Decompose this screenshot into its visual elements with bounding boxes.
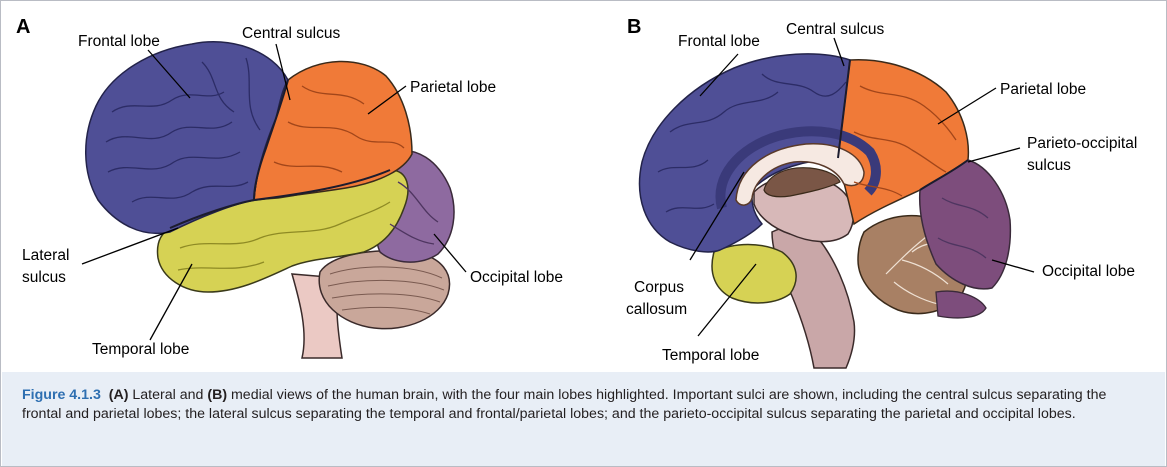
panel-b-inferior-occipital bbox=[936, 291, 986, 318]
caption-text-part-1: Lateral and bbox=[128, 387, 207, 403]
panel-b-temporal-lobe bbox=[712, 245, 796, 303]
panel-b-label-parieto-occipital-2: sulcus bbox=[1027, 157, 1071, 174]
panel-b-label-parietal-lobe: Parietal lobe bbox=[1000, 81, 1086, 98]
panel-a-label-frontal-lobe: Frontal lobe bbox=[78, 33, 160, 50]
panel-a-label-lateral-sulcus-1: Lateral bbox=[22, 247, 69, 264]
brain-diagram: A bbox=[2, 2, 1165, 372]
caption-panel-b-ref: (B) bbox=[207, 387, 227, 403]
panel-a-label-parietal-lobe: Parietal lobe bbox=[410, 79, 496, 96]
panel-b-label-central-sulcus: Central sulcus bbox=[786, 21, 884, 38]
panel-b: B bbox=[626, 16, 1137, 368]
panel-a-label-occipital-lobe: Occipital lobe bbox=[470, 269, 563, 286]
panel-a-label-central-sulcus: Central sulcus bbox=[242, 25, 340, 42]
caption-figure-number: Figure 4.1.3 bbox=[22, 387, 101, 403]
panel-a-label-lateral-sulcus-2: sulcus bbox=[22, 269, 66, 286]
panel-b-label-temporal-lobe: Temporal lobe bbox=[662, 347, 759, 364]
panel-b-label-occipital-lobe: Occipital lobe bbox=[1042, 263, 1135, 280]
panel-b-letter: B bbox=[627, 16, 641, 38]
panel-b-label-corpus-callosum-1: Corpus bbox=[634, 279, 684, 296]
caption-panel-a-ref: (A) bbox=[109, 387, 129, 403]
panel-b-label-frontal-lobe: Frontal lobe bbox=[678, 33, 760, 50]
figure-illustration-area: A bbox=[2, 2, 1165, 372]
panel-b-label-parieto-occipital-1: Parieto-occipital bbox=[1027, 135, 1137, 152]
panel-a-cerebellum bbox=[319, 251, 449, 329]
figure-caption: Figure 4.1.3 (A) Lateral and (B) medial … bbox=[2, 372, 1165, 466]
panel-a-label-temporal-lobe: Temporal lobe bbox=[92, 341, 189, 358]
panel-a: A bbox=[16, 16, 563, 358]
panel-a-letter: A bbox=[16, 16, 30, 38]
panel-b-label-corpus-callosum-2: callosum bbox=[626, 301, 687, 318]
